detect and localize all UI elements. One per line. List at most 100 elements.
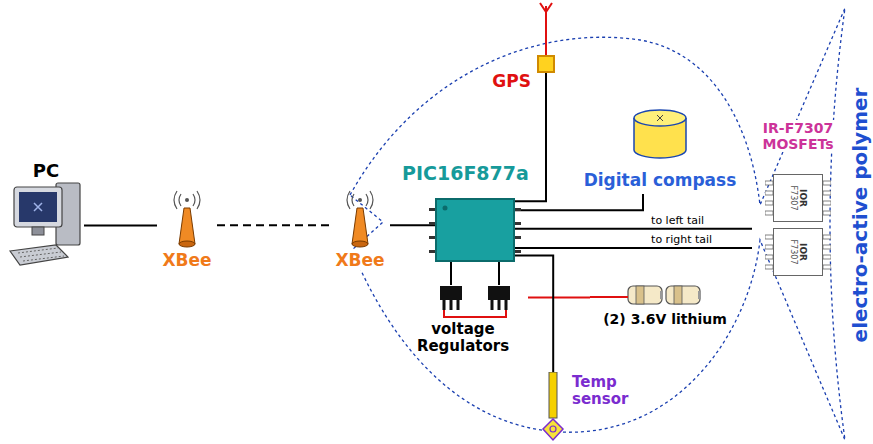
antenna-base xyxy=(179,241,195,247)
chip-pin xyxy=(765,191,773,195)
antenna-tip xyxy=(358,198,362,202)
part-temp: Temp sensor xyxy=(540,372,660,444)
regulator-lead xyxy=(450,300,453,310)
radio-waves xyxy=(347,191,373,209)
xbee-antenna-icon xyxy=(330,190,390,250)
radio-waves xyxy=(174,191,200,209)
regulator-symbols xyxy=(398,285,528,321)
cylinder-top xyxy=(634,110,686,126)
signal-wire xyxy=(450,262,452,285)
battery-lead xyxy=(590,296,628,298)
compass-cylinder xyxy=(575,106,745,166)
chip-notch xyxy=(443,206,448,211)
xbee-label: XBee xyxy=(330,250,390,270)
computer-keyboard xyxy=(10,245,68,265)
battery-pair xyxy=(590,282,740,308)
probe-shaft xyxy=(549,372,557,418)
battery-band xyxy=(674,286,682,304)
signal-wire xyxy=(515,194,643,210)
probe-tip xyxy=(543,419,563,440)
chip-pin xyxy=(823,201,831,205)
power-wire xyxy=(528,297,590,299)
gps-label: GPS xyxy=(492,71,531,91)
cylinder-mark xyxy=(657,115,663,121)
chip-marking: IORF7307 xyxy=(789,186,808,211)
chip-pin xyxy=(823,255,831,259)
regulator-label: voltage Regulators xyxy=(398,321,528,356)
sensor-label: Temp sensor xyxy=(572,372,652,409)
chip-logo: IOR xyxy=(798,240,808,265)
part-xbee: XBee xyxy=(330,190,390,274)
regulator-lead xyxy=(443,300,446,310)
chip-pin xyxy=(823,181,831,185)
pc-label: PC xyxy=(8,160,84,181)
compass-label: Digital compass xyxy=(575,170,745,190)
part-gps: GPS xyxy=(537,55,555,73)
monitor-stand xyxy=(32,227,44,235)
regulator-lead xyxy=(491,300,494,310)
computer-monitor xyxy=(14,187,62,227)
chip-pin xyxy=(823,265,831,269)
chip-pin xyxy=(765,245,773,249)
part-xbee: XBee xyxy=(157,190,217,274)
gps-antenna-tip xyxy=(540,3,552,12)
computer-icon xyxy=(8,181,84,271)
part-pc: PC xyxy=(8,160,84,273)
part-reg: voltage Regulators xyxy=(398,285,528,369)
signal-wire xyxy=(515,256,553,372)
signal-wire xyxy=(390,224,435,226)
battery-cell xyxy=(628,286,662,304)
wire-label: to left tail xyxy=(650,214,705,227)
chip-label: PIC16F877a xyxy=(402,162,529,184)
xbee-antenna-icon xyxy=(157,190,217,250)
antenna-cone xyxy=(179,208,195,244)
chip-pin xyxy=(823,245,831,249)
chip-pin xyxy=(765,181,773,185)
temp-probe xyxy=(540,372,566,442)
probe-dot xyxy=(550,426,556,432)
antenna-cone xyxy=(352,208,368,244)
signal-wire xyxy=(515,228,752,230)
part-compass: Digital compass xyxy=(575,106,745,194)
regulator-lead xyxy=(498,300,501,310)
regulator-lead xyxy=(505,300,508,310)
regulator-body xyxy=(440,286,462,300)
part-mosfet: IR-F7307MOSFETsIORF7307IORF7307 xyxy=(752,120,844,292)
chip-pin xyxy=(823,235,831,239)
part-label: MOSFETs xyxy=(752,136,844,152)
fish-outline xyxy=(350,8,845,440)
regulator-wire xyxy=(444,310,506,317)
signal-wire xyxy=(515,247,752,249)
chip-pin xyxy=(515,250,521,253)
battery-cap xyxy=(660,291,663,299)
chip-pin xyxy=(515,208,521,211)
chip-pin xyxy=(429,250,435,253)
part-pic: PIC16F877a xyxy=(435,198,515,262)
chip-pin xyxy=(429,236,435,239)
xbee-label: XBee xyxy=(157,250,217,270)
keyboard-keys xyxy=(18,248,64,261)
part-label: IR-F7307 xyxy=(752,120,844,136)
battery-cell xyxy=(666,286,700,304)
wire-label: to right tail xyxy=(650,233,713,246)
chip-pin xyxy=(823,191,831,195)
computer-screen xyxy=(19,192,57,222)
regulator-lead xyxy=(457,300,460,310)
signal-wire xyxy=(217,224,330,226)
chip-part-number: F7307 xyxy=(789,240,798,265)
chip-pin xyxy=(765,255,773,259)
signal-wire xyxy=(498,262,500,285)
chip-pin xyxy=(429,222,435,225)
chip-pin xyxy=(823,211,831,215)
screen-mark xyxy=(34,203,42,211)
chip-part-number: F7307 xyxy=(789,186,798,211)
chip-logo: IOR xyxy=(798,186,808,211)
regulator-body xyxy=(488,286,510,300)
chip-pin xyxy=(765,211,773,215)
antenna-base xyxy=(352,241,368,247)
battery-cap xyxy=(698,291,701,299)
chip-pin xyxy=(765,265,773,269)
signal-wire xyxy=(84,225,157,227)
chip-pin xyxy=(765,201,773,205)
